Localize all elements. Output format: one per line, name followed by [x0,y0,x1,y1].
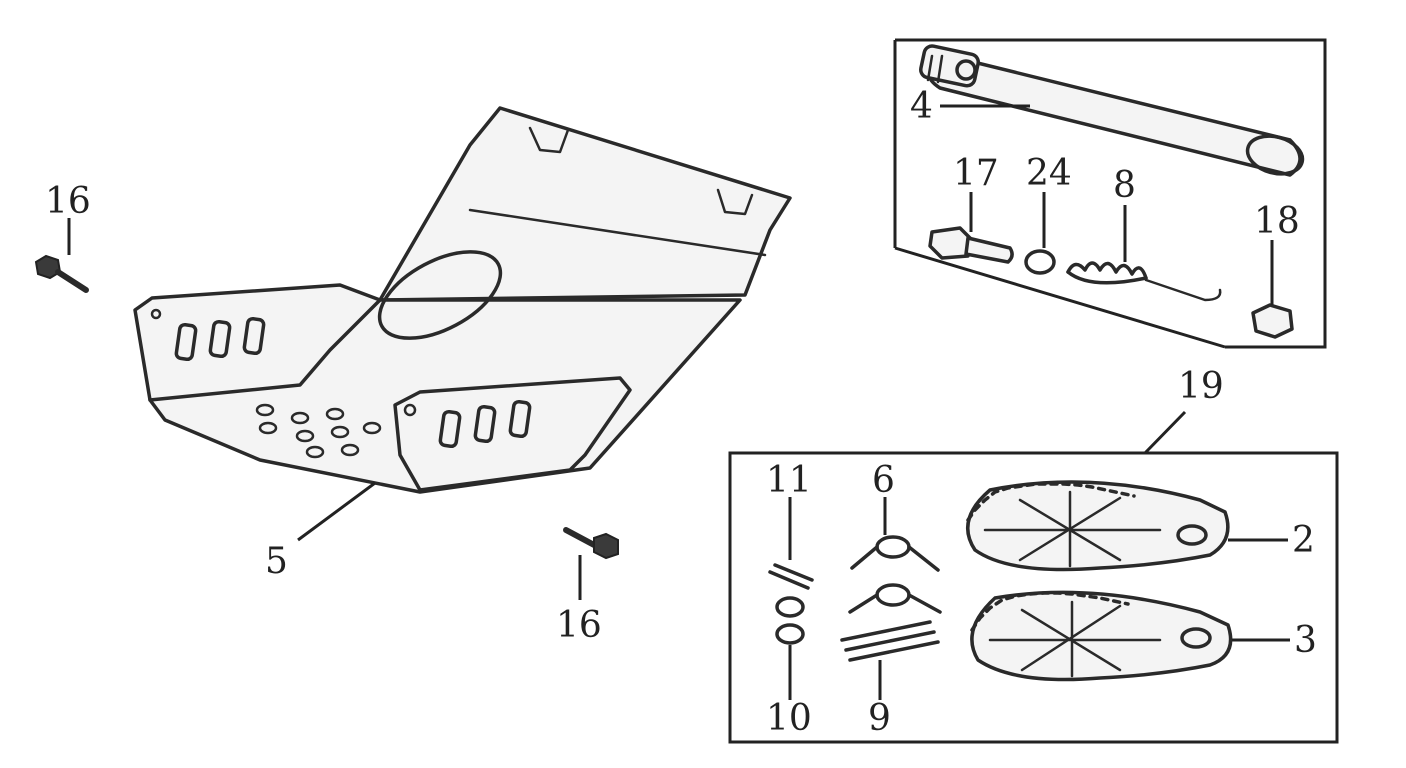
cotter-pin-part: 11 [766,460,814,590]
side-stand-part [919,44,1305,177]
kickstand-group-frame [895,38,1327,349]
footpeg-group: 19 2 3 6 [728,366,1339,744]
pivot-bolt-part [928,226,1014,264]
footpeg-upper-part: 2 [966,480,1315,572]
callout-16-left: 16 [45,181,91,222]
callout-16-right: 16 [556,605,602,646]
nut-part [1251,303,1294,339]
callout-9: 9 [868,698,891,739]
kickstand-group: 4 17 24 8 18 [893,38,1327,349]
skid-plate-holes [255,403,382,459]
callout-2: 2 [1292,520,1315,561]
spring-part [1066,261,1222,302]
callout-10: 10 [766,698,812,739]
callout-24: 24 [1026,153,1072,194]
washer-part [1024,249,1056,275]
kickstand-frame-diagonal [894,246,1226,349]
return-spring-part: 6 [848,460,942,614]
callout-11: 11 [766,460,812,501]
callout-18: 18 [1254,201,1300,242]
callout-17: 17 [953,153,999,194]
callout-3: 3 [1294,620,1317,661]
callout-6: 6 [872,460,895,501]
skid-plate-part: 5 [133,106,792,582]
footpeg-group-frame [728,451,1339,744]
footpeg-lower-part: 3 [970,590,1317,682]
washer-pair-part: 10 [766,596,812,739]
callout-19: 19 [1178,366,1224,407]
callout-4: 4 [910,86,933,127]
leader-19 [1143,410,1187,455]
leader-5 [297,481,376,542]
pivot-pin-part: 9 [840,620,940,739]
bolt-part-right: 16 [556,527,619,646]
callout-8: 8 [1113,165,1136,206]
bolt-part-left: 16 [34,181,91,293]
callout-5: 5 [265,541,288,582]
